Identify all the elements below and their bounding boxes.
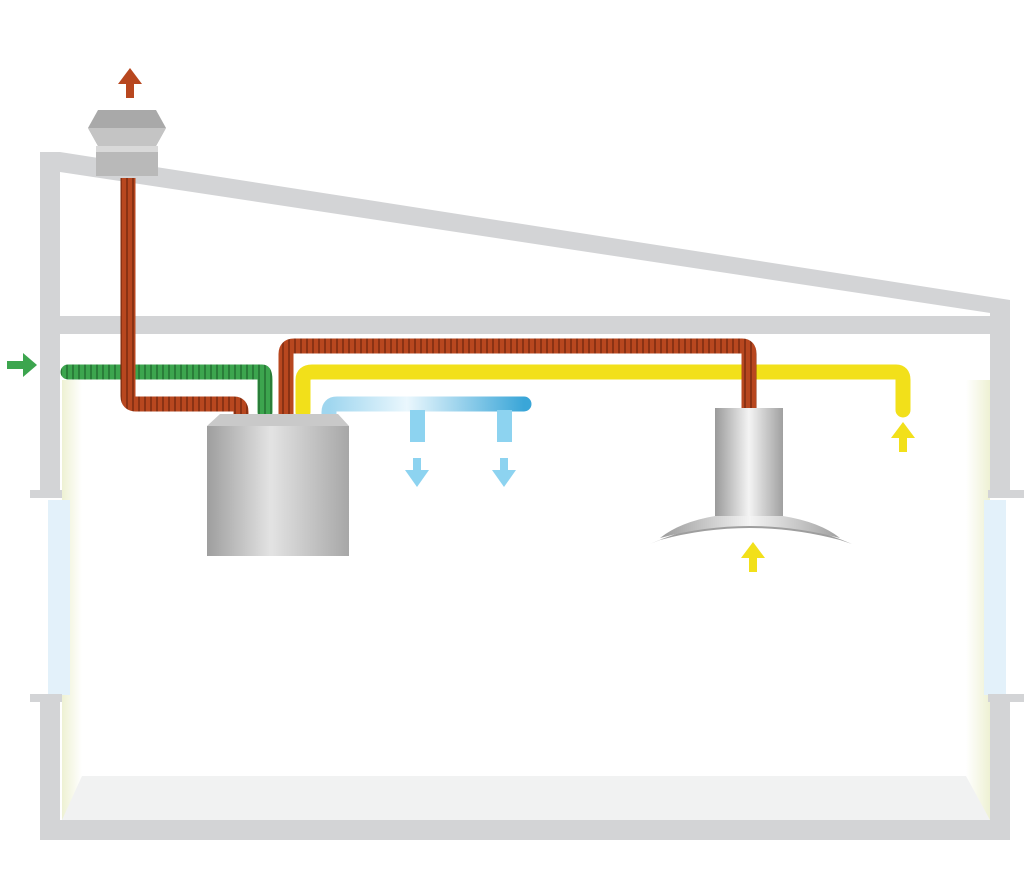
fresh-air-duct xyxy=(60,364,273,420)
roof-vent-cowl-icon xyxy=(88,110,166,176)
exhaust-duct xyxy=(120,178,757,420)
ceiling xyxy=(60,316,1010,334)
left-wall-shade xyxy=(62,380,82,820)
supply-right-arrow-icon xyxy=(492,458,516,487)
floor xyxy=(62,776,990,820)
room-interior xyxy=(48,380,1006,820)
supply-duct xyxy=(321,396,532,442)
left-window-sill-top xyxy=(30,490,62,498)
left-window-sill-bottom xyxy=(30,694,62,702)
roof-line xyxy=(40,152,1010,316)
fresh-air-in-arrow-icon xyxy=(7,353,37,377)
extract-hood-arrow-icon xyxy=(741,542,765,572)
right-window-sill-bottom xyxy=(988,694,1024,702)
supply-outlet-left xyxy=(410,410,425,442)
right-window-sill-top xyxy=(988,490,1024,498)
floor-slab xyxy=(40,820,1010,840)
ventilation-unit-icon xyxy=(207,414,349,556)
extract-right-arrow-icon xyxy=(891,422,915,452)
extract-duct xyxy=(295,364,911,420)
left-wall-lower xyxy=(40,697,60,839)
cooker-hood-icon xyxy=(650,408,852,544)
left-window xyxy=(48,500,70,695)
exhaust-out-arrow-icon xyxy=(118,68,142,98)
building-outline xyxy=(30,152,1024,840)
right-wall-lower xyxy=(990,697,1010,839)
right-window xyxy=(984,500,1006,695)
left-wall-upper xyxy=(40,152,60,492)
supply-outlet-right xyxy=(497,410,512,442)
supply-left-arrow-icon xyxy=(405,458,429,487)
right-wall-upper xyxy=(990,300,1010,495)
